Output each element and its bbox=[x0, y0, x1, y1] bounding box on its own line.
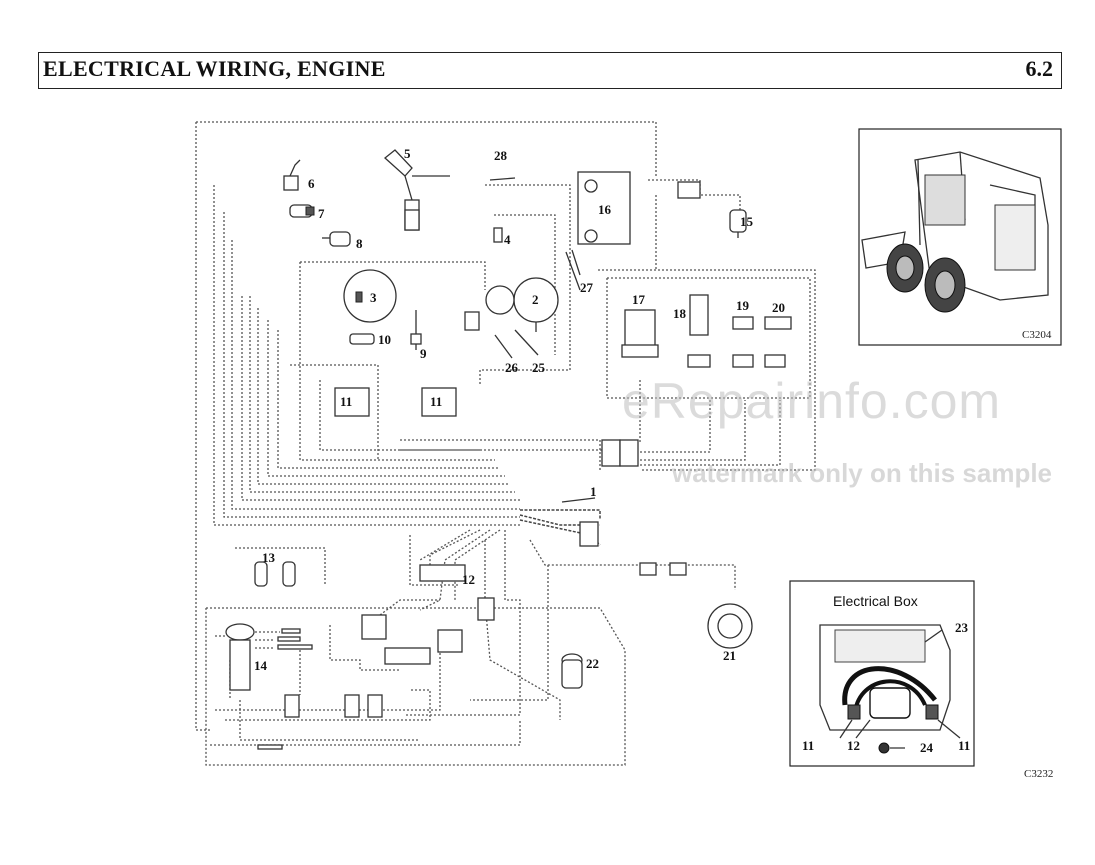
eb-callout-11-left: 11 bbox=[802, 738, 814, 753]
component-14 bbox=[225, 623, 255, 691]
component-19 bbox=[732, 316, 754, 368]
electrical-box-illustration bbox=[819, 624, 961, 754]
callout-3: 3 bbox=[370, 290, 377, 305]
component-8 bbox=[322, 231, 351, 247]
component-6 bbox=[283, 159, 301, 191]
callout-1: 1 bbox=[590, 484, 597, 499]
eb-callout-12: 12 bbox=[847, 738, 860, 753]
main-figure-ref: C3232 bbox=[1024, 768, 1053, 780]
callout-27: 27 bbox=[580, 280, 594, 295]
component-12-connectors bbox=[419, 564, 466, 582]
callout-25: 25 bbox=[532, 360, 546, 375]
callout-17: 17 bbox=[632, 292, 646, 307]
wire-labels-14 bbox=[215, 628, 313, 750]
callout-6: 6 bbox=[308, 176, 315, 191]
callout-2: 2 bbox=[532, 292, 539, 307]
eb-callout-11-right: 11 bbox=[958, 738, 970, 753]
callout-21: 21 bbox=[723, 648, 736, 663]
connector-top bbox=[677, 181, 701, 199]
callout-7: 7 bbox=[318, 206, 325, 221]
eb-callout-24: 24 bbox=[920, 740, 934, 755]
connector-21 bbox=[639, 562, 687, 576]
callout-10: 10 bbox=[378, 332, 391, 347]
callout-28: 28 bbox=[494, 148, 508, 163]
component-16-battery bbox=[577, 171, 631, 245]
page-title: ELECTRICAL WIRING, ENGINE bbox=[43, 56, 386, 81]
callout-16: 16 bbox=[598, 202, 612, 217]
callout-22: 22 bbox=[586, 656, 599, 671]
electrical-box-frame bbox=[789, 580, 975, 767]
callout-11-left: 11 bbox=[340, 394, 352, 409]
component-2-starter bbox=[485, 277, 559, 332]
callout-15: 15 bbox=[740, 214, 754, 229]
callout-26: 26 bbox=[505, 360, 519, 375]
callout-19: 19 bbox=[736, 298, 750, 313]
harness-outline bbox=[195, 121, 816, 766]
page-header: ELECTRICAL WIRING, ENGINE 6.2 bbox=[38, 52, 1062, 89]
callout-11-right: 11 bbox=[430, 394, 442, 409]
callout-12: 12 bbox=[462, 572, 475, 587]
component-7 bbox=[289, 204, 315, 218]
misc-boxes bbox=[284, 209, 599, 718]
callout-14: 14 bbox=[254, 658, 268, 673]
callout-8: 8 bbox=[356, 236, 363, 251]
callout-4: 4 bbox=[504, 232, 511, 247]
eb-callout-23: 23 bbox=[955, 620, 969, 635]
loader-figure: C3204 bbox=[858, 128, 1062, 346]
skid-steer-loader-illustration bbox=[861, 151, 1049, 313]
connector-main bbox=[601, 439, 639, 467]
callout-13: 13 bbox=[262, 550, 276, 565]
component-22 bbox=[561, 653, 583, 689]
component-9 bbox=[410, 310, 422, 350]
loader-figure-ref: C3204 bbox=[1022, 329, 1052, 341]
component-3-alternator bbox=[343, 269, 397, 323]
watermark-main: eRepairinfo.com bbox=[622, 373, 1002, 429]
component-11-relay-right bbox=[421, 387, 457, 417]
component-13 bbox=[254, 561, 296, 587]
electrical-box-inset: Electrical Box 23 11 12 24 11 bbox=[789, 580, 975, 767]
component-20 bbox=[764, 316, 792, 368]
component-15 bbox=[729, 209, 747, 238]
component-fuse-block bbox=[464, 311, 480, 331]
electrical-box-title: Electrical Box bbox=[833, 593, 918, 609]
callout-9: 9 bbox=[420, 346, 427, 361]
component-10 bbox=[349, 333, 375, 345]
section-number: 6.2 bbox=[1025, 56, 1054, 81]
callout-20: 20 bbox=[772, 300, 785, 315]
component-11-relay-left bbox=[334, 387, 370, 417]
callout-labels: 1 2 3 4 5 6 7 8 9 10 11 11 12 13 14 15 1… bbox=[254, 146, 785, 673]
component-4 bbox=[493, 227, 503, 243]
component-17 bbox=[621, 309, 659, 358]
callout-18: 18 bbox=[673, 306, 687, 321]
callout-5: 5 bbox=[404, 146, 411, 161]
component-21-horn bbox=[707, 603, 753, 649]
component-18 bbox=[687, 294, 711, 368]
callout-arrows bbox=[489, 177, 596, 503]
watermark-sub: watermark only on this sample bbox=[672, 458, 1053, 488]
